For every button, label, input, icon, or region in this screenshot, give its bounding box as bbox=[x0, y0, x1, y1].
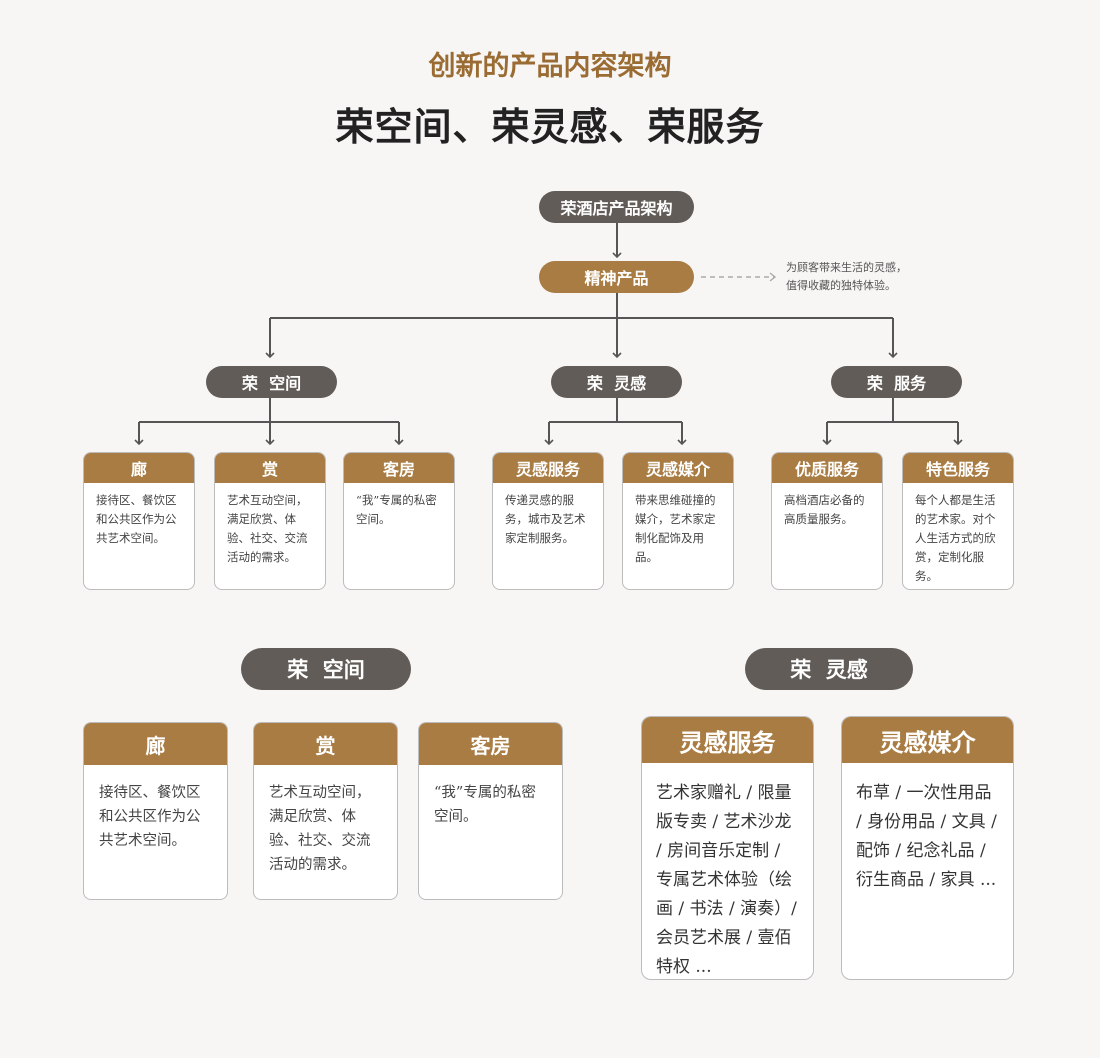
card-text: 带来思维碰撞的媒介，艺术家定制化配饰及用品。 bbox=[635, 493, 716, 564]
detail-card-guestroom: 客房 “我”专属的私密空间。 bbox=[418, 722, 563, 900]
card-text: “我”专属的私密空间。 bbox=[356, 493, 437, 526]
page-title: 荣空间、荣灵感、荣服务 bbox=[335, 104, 765, 149]
card-guestroom: 客房 “我”专属的私密空间。 bbox=[343, 452, 455, 590]
card-text: 艺术互动空间，满足欣赏、体验、社交、交流活动的需求。 bbox=[227, 493, 308, 564]
card-title: 客房 bbox=[419, 723, 562, 765]
spirit-note: 为顾客带来生活的灵感， 值得收藏的独特体验。 bbox=[786, 261, 907, 292]
card-text: 艺术互动空间，满足欣赏、体验、社交、交流活动的需求。 bbox=[269, 785, 371, 873]
card-text: 传递灵感的服务，城市及艺术家定制服务。 bbox=[505, 493, 586, 545]
card-title: 灵感媒介 bbox=[842, 717, 1013, 763]
detail-card-inspiration-service: 灵感服务 艺术家赠礼 / 限量版专卖 / 艺术沙龙 / 房间音乐定制 / 专属艺… bbox=[641, 716, 814, 980]
detail-space-label: 荣 空间 bbox=[241, 648, 411, 690]
card-text: 接待区、餐饮区和公共区作为公共艺术空间。 bbox=[96, 493, 177, 545]
card-title: 优质服务 bbox=[772, 453, 882, 483]
card-title: 赏 bbox=[215, 453, 325, 483]
card-special-service: 特色服务 每个人都是生活的艺术家。对个人生活方式的欣赏，定制化服务。 bbox=[902, 452, 1014, 590]
branch-service: 荣 服务 bbox=[831, 366, 962, 398]
card-appreciate: 赏 艺术互动空间，满足欣赏、体验、社交、交流活动的需求。 bbox=[214, 452, 326, 590]
card-title: 客房 bbox=[344, 453, 454, 483]
card-text: “我”专属的私密空间。 bbox=[434, 785, 536, 825]
card-title: 灵感服务 bbox=[642, 717, 813, 763]
detail-card-corridor: 廊 接待区、餐饮区和公共区作为公共艺术空间。 bbox=[83, 722, 228, 900]
card-title: 赏 bbox=[254, 723, 397, 765]
detail-card-appreciate: 赏 艺术互动空间，满足欣赏、体验、社交、交流活动的需求。 bbox=[253, 722, 398, 900]
branch-inspiration: 荣 灵感 bbox=[551, 366, 682, 398]
card-inspiration-service: 灵感服务 传递灵感的服务，城市及艺术家定制服务。 bbox=[492, 452, 604, 590]
card-text: 接待区、餐饮区和公共区作为公共艺术空间。 bbox=[99, 785, 201, 849]
card-title: 特色服务 bbox=[903, 453, 1013, 483]
card-inspiration-media: 灵感媒介 带来思维碰撞的媒介，艺术家定制化配饰及用品。 bbox=[622, 452, 734, 590]
branch-space: 荣 空间 bbox=[206, 366, 337, 398]
detail-inspiration-label: 荣 灵感 bbox=[745, 648, 913, 690]
spirit-product-node: 精神产品 bbox=[539, 261, 694, 293]
card-text: 艺术家赠礼 / 限量版专卖 / 艺术沙龙 / 房间音乐定制 / 专属艺术体验（绘… bbox=[656, 783, 797, 977]
card-quality-service: 优质服务 高档酒店必备的高质量服务。 bbox=[771, 452, 883, 590]
card-title: 灵感服务 bbox=[493, 453, 603, 483]
detail-card-inspiration-media: 灵感媒介 布草 / 一次性用品 / 身份用品 / 文具 / 配饰 / 纪念礼品 … bbox=[841, 716, 1014, 980]
card-title: 廊 bbox=[84, 453, 194, 483]
card-text: 高档酒店必备的高质量服务。 bbox=[784, 493, 865, 526]
card-title: 廊 bbox=[84, 723, 227, 765]
root-node: 荣酒店产品架构 bbox=[539, 191, 694, 223]
card-text: 每个人都是生活的艺术家。对个人生活方式的欣赏，定制化服务。 bbox=[915, 493, 996, 583]
page-subtitle: 创新的产品内容架构 bbox=[428, 51, 672, 82]
card-title: 灵感媒介 bbox=[623, 453, 733, 483]
card-corridor: 廊 接待区、餐饮区和公共区作为公共艺术空间。 bbox=[83, 452, 195, 590]
card-text: 布草 / 一次性用品 / 身份用品 / 文具 / 配饰 / 纪念礼品 / 衍生商… bbox=[856, 783, 997, 890]
